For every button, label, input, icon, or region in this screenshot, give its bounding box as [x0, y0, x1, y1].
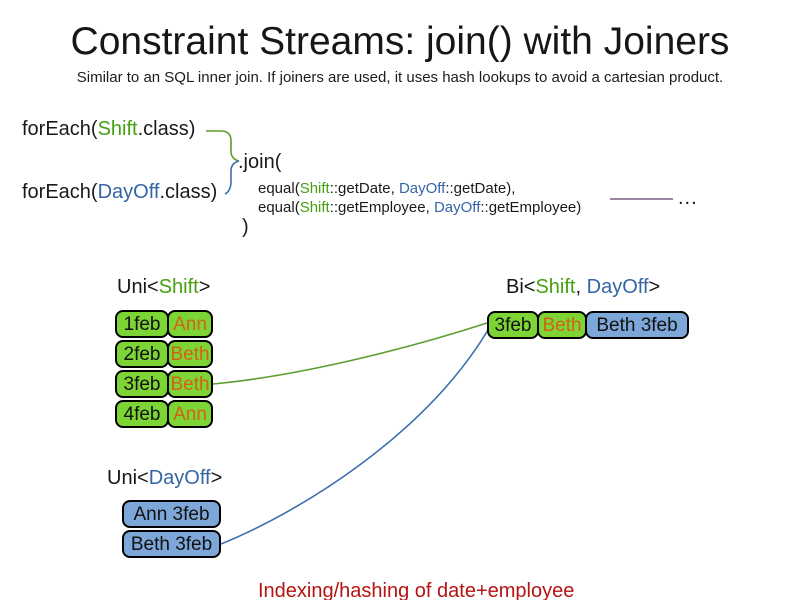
- shift-class-token: Shift: [535, 276, 576, 298]
- shift-date-cell: 4feb: [115, 400, 169, 428]
- dayoff-cell: Beth 3feb: [122, 530, 221, 558]
- code-text: equal(: [258, 199, 300, 216]
- bi-shift-date-cell: 3feb: [487, 311, 539, 339]
- code-text: ::getDate,: [329, 180, 399, 197]
- table-row: Beth 3feb: [122, 530, 221, 558]
- code-text: ::getDate),: [445, 180, 516, 197]
- shift-employee-cell: Beth: [167, 370, 213, 398]
- shift-to-join-connector: [206, 130, 240, 162]
- shift-employee-cell: Ann: [167, 400, 213, 428]
- bi-dayoff-cell: Beth 3feb: [585, 311, 689, 339]
- table-row: Ann 3feb: [122, 500, 221, 528]
- dayoff-class-token: DayOff: [586, 276, 649, 298]
- label-text: Bi<: [506, 276, 536, 298]
- dayoff-cell: Ann 3feb: [122, 500, 221, 528]
- dayoff-class-token: DayOff: [148, 467, 211, 489]
- indexing-note: Indexing/hashing of date+employee to sca…: [258, 531, 589, 600]
- label-text: Uni<: [107, 467, 149, 489]
- dayoff-to-join-connector: [224, 160, 240, 195]
- uni-dayoff-table: Ann 3feb Beth 3feb: [122, 500, 221, 560]
- shift-employee-cell: Beth: [167, 340, 213, 368]
- bi-result-row: 3feb Beth Beth 3feb: [487, 311, 689, 339]
- table-row: 4feb Ann: [115, 400, 213, 428]
- code-text: .class): [137, 118, 196, 140]
- uni-shift-label: Uni<Shift>: [117, 276, 210, 299]
- shift-employee-cell: Ann: [167, 310, 213, 338]
- code-text: ::getEmployee): [480, 199, 582, 216]
- shift-date-cell: 3feb: [115, 370, 169, 398]
- dayoff-row-to-bi-line: [220, 329, 489, 545]
- uni-dayoff-label: Uni<DayOff>: [107, 467, 222, 490]
- code-join-open: .join(: [238, 151, 282, 173]
- code-foreach-shift: forEach(Shift.class): [22, 118, 195, 141]
- shift-date-cell: 1feb: [115, 310, 169, 338]
- shift-row-to-bi-line: [212, 322, 488, 385]
- table-row: 2feb Beth: [115, 340, 213, 368]
- code-join-close: ): [242, 216, 249, 238]
- shift-class-token: Shift: [158, 276, 199, 298]
- dayoff-class-token: DayOff: [433, 199, 481, 216]
- code-joiner-date: equal(Shift::getDate, DayOff::getDate),: [258, 180, 515, 197]
- code-joiner-employee: equal(Shift::getEmployee, DayOff::getEmp…: [258, 199, 581, 216]
- label-text: >: [210, 467, 223, 489]
- label-text: Uni<: [117, 276, 159, 298]
- label-text: >: [198, 276, 211, 298]
- table-row: 3feb Beth: [115, 370, 213, 398]
- code-text: forEach(: [22, 181, 98, 203]
- uni-shift-table: 1feb Ann 2feb Beth 3feb Beth 4feb Ann: [115, 310, 213, 430]
- code-text: ::getEmployee,: [329, 199, 434, 216]
- code-text: .class): [159, 181, 218, 203]
- label-text: ,: [575, 276, 587, 298]
- page-subtitle: Similar to an SQL inner join. If joiners…: [76, 69, 724, 86]
- table-row: 1feb Ann: [115, 310, 213, 338]
- dayoff-class-token: DayOff: [97, 181, 160, 203]
- code-foreach-dayoff: forEach(DayOff.class): [22, 181, 217, 204]
- code-text: equal(: [258, 180, 300, 197]
- shift-class-token: Shift: [299, 199, 330, 216]
- bi-shift-employee-cell: Beth: [537, 311, 587, 339]
- shift-class-token: Shift: [97, 118, 138, 140]
- code-text: forEach(: [22, 118, 98, 140]
- indexing-note-line1: Indexing/hashing of date+employee: [258, 580, 575, 600]
- shift-date-cell: 2feb: [115, 340, 169, 368]
- bi-label: Bi<Shift, DayOff>: [506, 276, 660, 299]
- dayoff-class-token: DayOff: [398, 180, 446, 197]
- more-joiners-ellipsis: ...: [678, 187, 698, 209]
- label-text: >: [648, 276, 661, 298]
- shift-class-token: Shift: [299, 180, 330, 197]
- page-title: Constraint Streams: join() with Joiners: [70, 20, 730, 63]
